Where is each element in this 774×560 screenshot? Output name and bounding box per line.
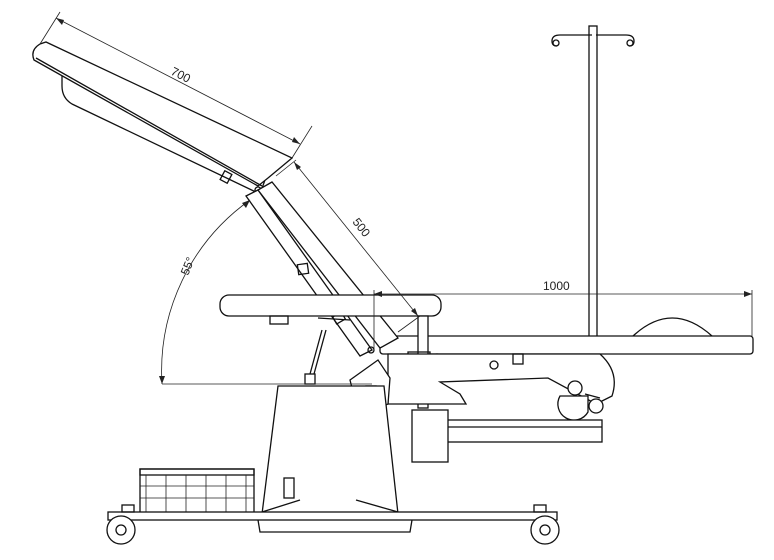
lower-tray	[411, 409, 603, 463]
backrest	[32, 41, 294, 195]
base-frame	[107, 504, 558, 533]
gas-spring	[304, 329, 327, 385]
dim-label-500: 500	[350, 215, 374, 240]
storage-basket	[139, 468, 255, 514]
dim-label-1000: 1000	[543, 279, 570, 293]
seat-section	[245, 181, 399, 357]
dimension-55deg: 55°	[159, 199, 372, 385]
caster-right	[530, 515, 560, 545]
dim-label-55: 55°	[178, 255, 198, 277]
dim-label-700: 700	[169, 64, 193, 86]
base-column	[261, 385, 399, 515]
caster-left	[106, 515, 136, 545]
dimension-1000: 1000	[373, 279, 753, 350]
mechanism	[387, 353, 615, 421]
leg-section	[379, 317, 754, 355]
armrest	[219, 294, 442, 325]
